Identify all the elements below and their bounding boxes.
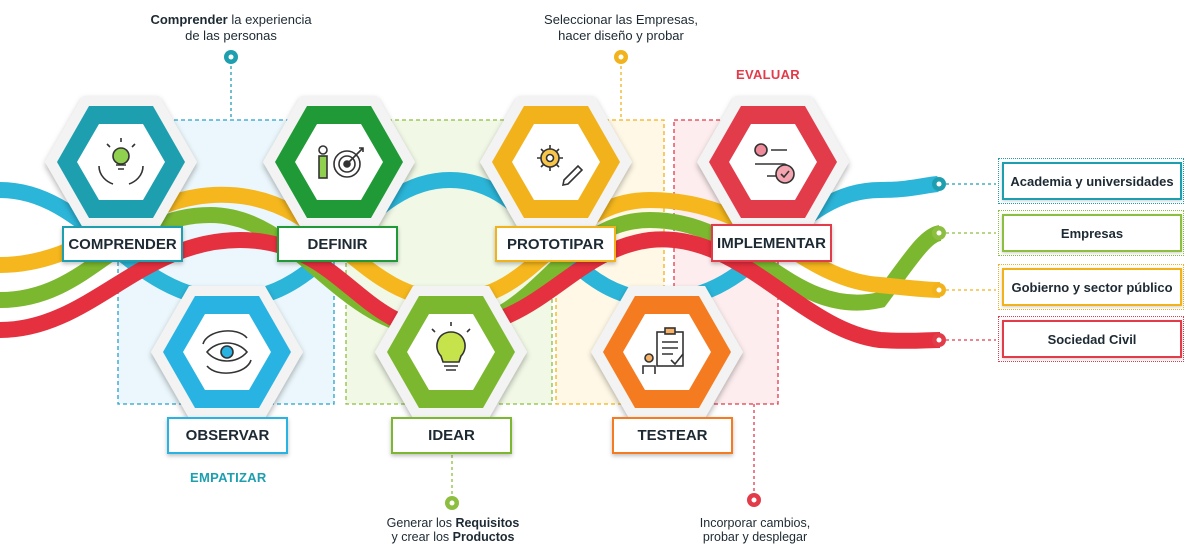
hex-idear — [375, 286, 527, 418]
eye-cycle-icon — [202, 330, 252, 374]
phase-label-empatizar: EMPATIZAR — [190, 470, 267, 485]
note-idear-line1-plain: Generar los — [386, 516, 456, 530]
clipboard-check-icon — [642, 327, 684, 374]
note-idear-line2-bold: Productos — [452, 530, 515, 544]
hex-implementar — [697, 96, 849, 228]
stage-label-implementar: IMPLEMENTAR — [711, 224, 832, 262]
workflow-check-icon — [754, 143, 795, 184]
yellow-ribbon — [0, 186, 941, 309]
hex-definir — [263, 96, 415, 228]
note-prototipar: Seleccionar las Empresas, hacer diseño y… — [520, 12, 722, 44]
note-evaluar: Incorporar cambios, probar y desplegar — [655, 516, 855, 544]
stage-label-idear: IDEAR — [391, 417, 512, 454]
note-idear-line1-bold: Requisitos — [455, 516, 520, 530]
note-comprender: Comprender la experiencia de las persona… — [120, 12, 342, 44]
note-comprender-line2: de las personas — [185, 28, 277, 43]
stage-label-testear: TESTEAR — [612, 417, 733, 454]
stakeholder-sociedad: Sociedad Civil — [1002, 320, 1182, 358]
stage-label-definir: DEFINIR — [277, 226, 398, 262]
hex-comprender — [45, 96, 197, 228]
note-evaluar-line2: probar y desplegar — [702, 530, 808, 544]
note-prototipar-line1: Seleccionar las Empresas, — [544, 12, 698, 27]
note-comprender-bold: Comprender — [150, 12, 228, 27]
hex-prototipar — [480, 96, 632, 228]
stakeholder-frame-gobierno — [998, 264, 1184, 310]
stakeholder-frame-empresas — [998, 210, 1184, 256]
stakeholder-frame-academia — [998, 158, 1184, 204]
hex-testear — [591, 286, 743, 418]
stakeholder-empresas: Empresas — [1002, 214, 1182, 252]
person-target-icon — [318, 145, 364, 179]
note-evaluar-line1: Incorporar cambios, — [699, 516, 811, 530]
note-comprender-rest: la experiencia — [227, 12, 312, 27]
phase-label-evaluar: EVALUAR — [736, 67, 800, 82]
hex-observar — [151, 286, 303, 418]
stage-label-comprender: COMPRENDER — [62, 226, 183, 262]
lightbulb-icon — [431, 322, 471, 371]
stakeholder-academia: Academia y universidades — [1002, 162, 1182, 200]
note-idear: Generar los Requisitos y crear los Produ… — [352, 516, 554, 544]
stakeholder-gobierno: Gobierno y sector público — [1002, 268, 1182, 306]
note-idear-line2-plain: y crear los — [391, 530, 453, 544]
stage-label-observar: OBSERVAR — [167, 417, 288, 454]
hands-lightbulb-icon — [98, 138, 144, 185]
stage-label-prototipar: PROTOTIPAR — [495, 226, 616, 262]
gear-pencil-icon — [537, 145, 584, 187]
stakeholder-frame-sociedad — [998, 316, 1184, 362]
note-prototipar-line2: hacer diseño y probar — [558, 28, 684, 43]
